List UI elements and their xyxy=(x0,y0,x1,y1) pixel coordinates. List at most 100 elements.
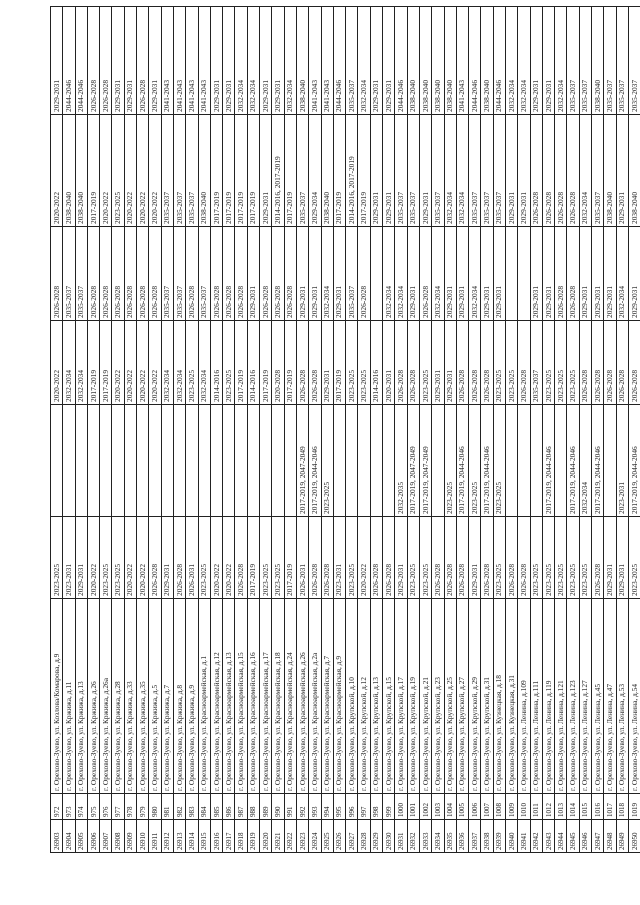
cell-register-number: 26922 xyxy=(284,819,297,853)
cell-engineering-systems-term: 2023-2025 xyxy=(579,516,592,599)
cell-address: г. Орехово-Зуево, ул. Красноармейская, д… xyxy=(234,598,248,794)
cell-basement-term: 2032-2034 xyxy=(616,226,629,321)
cell-row-number: 991 xyxy=(284,793,297,820)
cell-elevator-term: 2023-2025 xyxy=(493,404,506,517)
cell-facade-term: 2026-2028 xyxy=(542,114,555,227)
cell-foundation-term: 2029-2031 xyxy=(124,6,137,115)
cell-facade-term: 2035-2037 xyxy=(493,114,506,227)
cell-roof-term: 2020-2028 xyxy=(271,320,285,405)
cell-register-number: 26932 xyxy=(407,819,420,853)
cell-address: г. Орехово-Зуево, ул. Красноармейская, д… xyxy=(308,598,322,794)
cell-foundation-term: 2038-2040 xyxy=(419,6,432,115)
cell-row-number: 977 xyxy=(111,793,125,820)
cell-roof-term: 2023-2025 xyxy=(419,320,432,405)
cell-register-number: 26925 xyxy=(321,819,334,853)
cell-basement-term: 2029-2031 xyxy=(603,226,617,321)
cell-engineering-systems-term: 2026-2028 xyxy=(173,516,186,599)
cell-engineering-systems-term: 2023-2025 xyxy=(271,516,285,599)
cell-facade-term: 2020-2022 xyxy=(99,114,112,227)
cell-engineering-systems-term: 2026-2028 xyxy=(480,516,494,599)
cell-address: г. Орехово-Зуево, ул. Кржижа, д.26а xyxy=(99,598,112,794)
cell-row-number: 1019 xyxy=(628,793,640,820)
cell-basement-term: 2026-2028 xyxy=(185,226,199,321)
cell-address: г. Орехово-Зуево, ул. Кржижа, д.8 xyxy=(173,598,186,794)
cell-address: г. Орехово-Зуево, ул. Ленина, д.121 xyxy=(554,598,567,794)
cell-foundation-term: 2026-2028 xyxy=(99,6,112,115)
cell-elevator-term xyxy=(271,404,285,517)
cell-address: г. Орехово-Зуево, ул. Ленина, д.127 xyxy=(579,598,592,794)
cell-facade-term: 2017-2019 xyxy=(357,114,371,227)
cell-register-number: 26926 xyxy=(333,819,346,853)
cell-engineering-systems-term: 2020-2022 xyxy=(136,516,149,599)
cell-basement-term: 2029-2031 xyxy=(456,226,469,321)
cell-elevator-term: 2023-2025 xyxy=(444,404,457,517)
cell-roof-term: 2023-2025 xyxy=(505,320,518,405)
cell-facade-term: 2029-2031 xyxy=(259,114,272,227)
cell-roof-term: 2017-2019 xyxy=(234,320,248,405)
cell-facade-term: 2017-2019 xyxy=(333,114,346,227)
cell-row-number: 1007 xyxy=(480,793,494,820)
cell-basement-term: 2026-2028 xyxy=(357,226,371,321)
cell-facade-term: 2017-2019 xyxy=(234,114,248,227)
cell-roof-term: 2026-2028 xyxy=(616,320,629,405)
cell-register-number: 26945 xyxy=(566,819,580,853)
cell-elevator-term: 2023-2025 xyxy=(468,404,481,517)
cell-engineering-systems-term: 2029-2031 xyxy=(468,516,481,599)
cell-engineering-systems-term: 2029-2031 xyxy=(616,516,629,599)
cell-basement-term: 2035-2037 xyxy=(198,226,211,321)
cell-foundation-term: 2029-2031 xyxy=(530,6,543,115)
cell-roof-term: 2020-2031 xyxy=(382,320,395,405)
cell-register-number: 26914 xyxy=(185,819,199,853)
cell-basement-term: 2032-2034 xyxy=(394,226,408,321)
cell-register-number: 26920 xyxy=(259,819,272,853)
cell-engineering-systems-term: 2023-2025 xyxy=(554,516,567,599)
cell-row-number: 1002 xyxy=(419,793,432,820)
cell-foundation-term: 2026-2028 xyxy=(136,6,149,115)
cell-address: г. Орехово-Зуево, ул. Ленина, д.53 xyxy=(616,598,629,794)
cell-engineering-systems-term: 2017-2019 xyxy=(284,516,297,599)
cell-foundation-term: 2035-2037 xyxy=(566,6,580,115)
cell-facade-term: 2017-2019 xyxy=(247,114,260,227)
cell-elevator-term xyxy=(345,404,358,517)
cell-address: г. Орехово-Зуево, ул. Крупской, д.23 xyxy=(431,598,444,794)
cell-elevator-term: 2017-2019, 2044-2046 xyxy=(628,404,640,517)
cell-facade-term: 2029-2031 xyxy=(517,114,531,227)
cell-elevator-term: 2017-2019, 2044-2046 xyxy=(542,404,555,517)
cell-row-number: 1011 xyxy=(530,793,543,820)
cell-engineering-systems-term: 2023-2025 xyxy=(111,516,125,599)
cell-foundation-term: 2029-2031 xyxy=(271,6,285,115)
cell-register-number: 26931 xyxy=(394,819,408,853)
cell-register-number: 26917 xyxy=(222,819,235,853)
cell-roof-term: 2017-2019 xyxy=(284,320,297,405)
cell-basement-term: 2029-2031 xyxy=(480,226,494,321)
cell-elevator-term: 2017-2019, 2047-2049 xyxy=(296,404,309,517)
cell-foundation-term: 2041-2043 xyxy=(456,6,469,115)
cell-facade-term: 2020-2022 xyxy=(148,114,162,227)
cell-register-number: 26908 xyxy=(111,819,125,853)
cell-basement-term xyxy=(517,226,531,321)
cell-address: г. Орехово-Зуево, ул. Крупской, д.25 xyxy=(444,598,457,794)
cell-engineering-systems-term: 2026-2028 xyxy=(444,516,457,599)
cell-address: г. Орехово-Зуево, ул. Красноармейская, д… xyxy=(333,598,346,794)
cell-elevator-term xyxy=(124,404,137,517)
cell-register-number: 26947 xyxy=(591,819,604,853)
cell-roof-term: 2014-2016 xyxy=(210,320,223,405)
cell-basement-term: 2026-2028 xyxy=(87,226,100,321)
cell-facade-term: 2020-2022 xyxy=(50,114,63,227)
cell-address: г. Орехово-Зуево, ул. Крупской, д.10 xyxy=(345,598,358,794)
